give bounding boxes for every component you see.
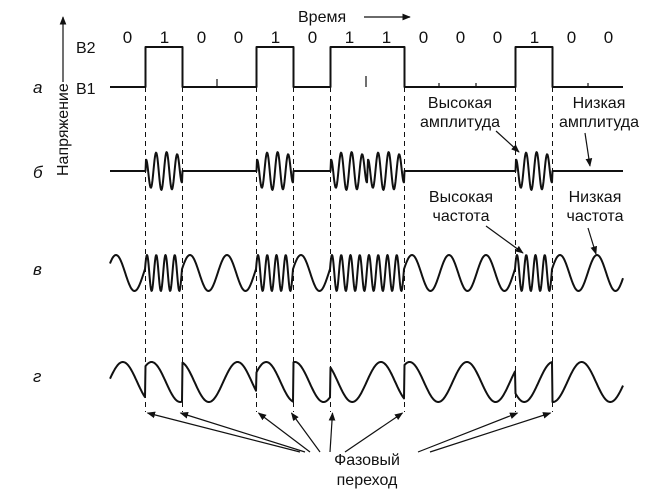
row-label-a: а (33, 78, 42, 97)
phase-shift-arrow (146, 411, 301, 453)
phase-shift-label-1: Фазовый (334, 452, 400, 469)
row-label-g: г (33, 367, 41, 386)
digital-signal-wave (110, 46, 623, 88)
high-amplitude-label-1: Высокая (428, 95, 492, 112)
high-amplitude-arrow (495, 130, 520, 153)
low-amplitude-label-2: амплитуда (559, 114, 639, 131)
low-frequency-label-2: частота (567, 208, 624, 225)
level-b2-label: B2 (76, 40, 96, 57)
bit-label: 1 (160, 28, 169, 47)
low-amplitude-label-1: Низкая (573, 95, 626, 112)
low-amplitude-arrow (584, 132, 593, 167)
bit-label: 1 (345, 28, 354, 47)
phase-shift-arrow (291, 412, 321, 453)
bit-label: 0 (456, 28, 465, 47)
bit-sequence: 0 1 0 0 1 0 1 1 0 0 0 1 0 0 (123, 28, 613, 47)
phase-shift-arrow (344, 412, 404, 453)
bit-label: 1 (382, 28, 391, 47)
phase-shift-arrow (417, 412, 519, 453)
frequency-modulated-wave (109, 254, 624, 292)
phase-modulated-wave (109, 361, 624, 403)
high-frequency-label-1: Высокая (429, 189, 493, 206)
low-frequency-arrow (587, 227, 597, 255)
high-frequency-arrow (485, 225, 524, 254)
high-amplitude-label-2: амплитуда (420, 114, 500, 131)
time-axis-label: Время (298, 9, 346, 26)
bit-label: 0 (493, 28, 502, 47)
amplitude-modulated-wave (109, 151, 624, 191)
bit-label: 0 (123, 28, 132, 47)
bit-label: 0 (604, 28, 613, 47)
voltage-axis-label: Напряжение (55, 83, 72, 176)
row-label-b: б (33, 163, 44, 182)
bit-label: 0 (197, 28, 206, 47)
row-label-v: в (33, 260, 42, 279)
high-frequency-label-2: частота (433, 208, 490, 225)
phase-shift-arrow (179, 412, 306, 453)
bit-label: 0 (308, 28, 317, 47)
low-frequency-label-1: Низкая (569, 189, 622, 206)
phase-shift-label-2: переход (337, 472, 398, 489)
bit-label: 0 (567, 28, 576, 47)
phase-shift-arrow (328, 412, 336, 453)
level-b1-label: B1 (76, 81, 96, 98)
phase-shift-arrows (146, 411, 552, 453)
bit-boundary-guides (145, 87, 553, 412)
phase-shift-arrow (257, 412, 311, 453)
bit-label: 0 (234, 28, 243, 47)
bit-label: 1 (271, 28, 280, 47)
bit-label: 0 (419, 28, 428, 47)
phase-shift-arrow (429, 412, 552, 453)
bit-label: 1 (530, 28, 539, 47)
signal-ticks (216, 76, 589, 87)
